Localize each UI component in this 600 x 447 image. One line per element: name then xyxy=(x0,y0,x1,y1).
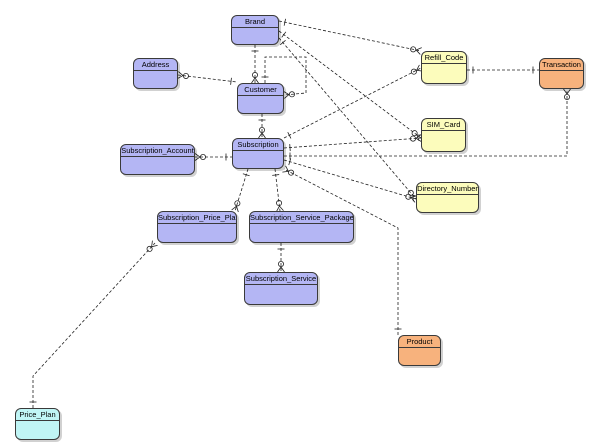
relationship-subscription-to-sim-card-line xyxy=(283,137,422,149)
relationship-customer-to-customer-to-end-crowfoot xyxy=(283,91,290,99)
entity-subscription-service-package[interactable]: Subscription_Service_Package xyxy=(249,211,354,243)
relationship-customer-to-customer-line xyxy=(264,56,307,96)
entity-directory-number[interactable]: Directory_Number xyxy=(416,182,479,213)
relationship-subscription-service-package-to-subscription-service-to-end-circle xyxy=(277,260,284,267)
entity-brand-title: Brand xyxy=(232,16,278,28)
relationship-customer-to-subscription-to-end-crowfoot xyxy=(258,132,266,139)
relationship-brand-to-sim-card-from-end xyxy=(281,31,287,38)
relationship-brand-to-directory-number-to-end-circle xyxy=(407,189,414,196)
entity-subscription-price-plan-title: Subscription_Price_Plan xyxy=(158,213,236,224)
entity-sim-card[interactable]: SIM_Card xyxy=(421,118,466,152)
relationship-brand-to-refill-code-line xyxy=(278,20,422,52)
relationship-subscription-to-refill-code-line xyxy=(283,67,422,139)
entity-subscription-service-package-title: Subscription_Service_Package xyxy=(250,213,353,224)
relationship-subscription-to-subscription-price-plan-from-end xyxy=(242,173,250,177)
entity-sim-card-title: SIM_Card xyxy=(422,119,465,131)
relationship-address-to-customer-to-end xyxy=(230,77,232,85)
relationship-product-to-subscription-to-end-circle xyxy=(288,169,295,176)
entity-refill-code[interactable]: Refill_Code xyxy=(421,51,467,84)
entity-transaction-title: Transaction xyxy=(540,59,583,71)
entity-product-title: Product xyxy=(399,336,440,348)
relationship-subscription-to-transaction-to-end-crowfoot xyxy=(563,88,571,95)
relationship-subscription-to-refill-code-to-end-circle xyxy=(410,68,417,75)
relationship-subscription-to-directory-number-from-end xyxy=(288,158,292,166)
relationship-product-to-subscription-to-end-crowfoot xyxy=(282,165,290,173)
relationship-subscription-to-sim-card-from-end xyxy=(289,144,291,152)
entity-refill-code-title: Refill_Code xyxy=(422,52,466,64)
relationship-customer-to-subscription-to-end-circle xyxy=(258,127,265,134)
relationship-brand-to-customer-to-end-circle xyxy=(251,72,258,79)
relationship-subscription-to-subscription-price-plan-to-end-circle xyxy=(234,200,241,207)
relationship-brand-to-refill-code-from-end xyxy=(283,18,286,26)
relationship-subscription-to-subscription-service-package-from-end xyxy=(272,174,280,176)
relationship-subscription-to-refill-code-to-end-crowfoot xyxy=(415,64,423,72)
relationship-price-plan-to-subscription-price-plan-to-end-circle xyxy=(146,245,153,252)
relationship-brand-to-directory-number-line xyxy=(278,37,417,200)
relationship-brand-to-customer-to-end-crowfoot xyxy=(251,77,259,84)
relationship-brand-to-directory-number-from-end xyxy=(279,39,286,46)
entity-address[interactable]: Address xyxy=(133,58,178,89)
relationship-subscription-to-refill-code-from-end xyxy=(287,131,292,139)
relationship-subscription-account-to-subscription-from-end-circle xyxy=(199,153,206,160)
relationship-brand-to-refill-code-to-end-circle xyxy=(410,46,417,53)
relationship-brand-to-refill-code-to-end-crowfoot xyxy=(415,47,422,55)
relationship-subscription-service-package-to-subscription-service-to-end-crowfoot xyxy=(277,266,285,273)
relationship-subscription-account-to-subscription-from-end-crowfoot xyxy=(194,153,201,161)
entity-customer-title: Customer xyxy=(238,84,283,96)
relationship-subscription-to-directory-number-to-end-crowfoot xyxy=(410,195,418,203)
relationship-subscription-to-subscription-service-package-to-end-circle xyxy=(276,200,283,207)
entity-subscription-service-title: Subscription_Service xyxy=(245,274,317,285)
entity-product[interactable]: Product xyxy=(398,335,441,366)
relationship-subscription-to-directory-number-line xyxy=(283,159,417,200)
entity-customer[interactable]: Customer xyxy=(237,83,284,114)
entity-address-title: Address xyxy=(134,59,177,71)
relationship-customer-to-customer-to-end-circle xyxy=(288,91,295,98)
entity-subscription-account[interactable]: Subscription_Account xyxy=(120,144,195,175)
relationship-brand-to-sim-card-to-end-circle xyxy=(411,130,418,137)
entity-brand[interactable]: Brand xyxy=(231,15,279,45)
relationship-subscription-to-subscription-price-plan-to-end-crowfoot xyxy=(231,205,239,213)
relationship-subscription-to-subscription-price-plan-line xyxy=(234,168,249,212)
relationship-subscription-to-subscription-service-package-line xyxy=(274,168,281,212)
entity-transaction[interactable]: Transaction xyxy=(539,58,584,89)
entity-subscription-service[interactable]: Subscription_Service xyxy=(244,272,318,305)
entity-subscription-title: Subscription xyxy=(233,139,283,151)
relationship-subscription-to-sim-card-to-end-circle xyxy=(410,135,417,142)
relationship-address-to-customer-from-end-circle xyxy=(182,72,189,79)
entity-subscription-account-title: Subscription_Account xyxy=(121,146,194,157)
relationship-subscription-to-transaction-to-end-circle xyxy=(564,94,571,101)
relationship-brand-to-sim-card-line xyxy=(278,30,422,139)
entity-subscription-price-plan[interactable]: Subscription_Price_Plan xyxy=(157,211,237,243)
relationship-product-to-subscription-line xyxy=(283,168,399,335)
entity-subscription[interactable]: Subscription xyxy=(232,138,284,169)
entity-price-plan[interactable]: Price_Plan xyxy=(15,408,60,440)
entity-price-plan-title: Price_Plan xyxy=(16,409,59,421)
relationship-address-to-customer-from-end-crowfoot xyxy=(177,71,184,79)
relationship-subscription-to-transaction-line xyxy=(284,89,568,157)
relationship-price-plan-to-subscription-price-plan-line xyxy=(32,242,156,408)
relationship-subscription-to-directory-number-to-end-circle xyxy=(405,193,412,200)
entity-directory-number-title: Directory_Number xyxy=(417,184,478,195)
